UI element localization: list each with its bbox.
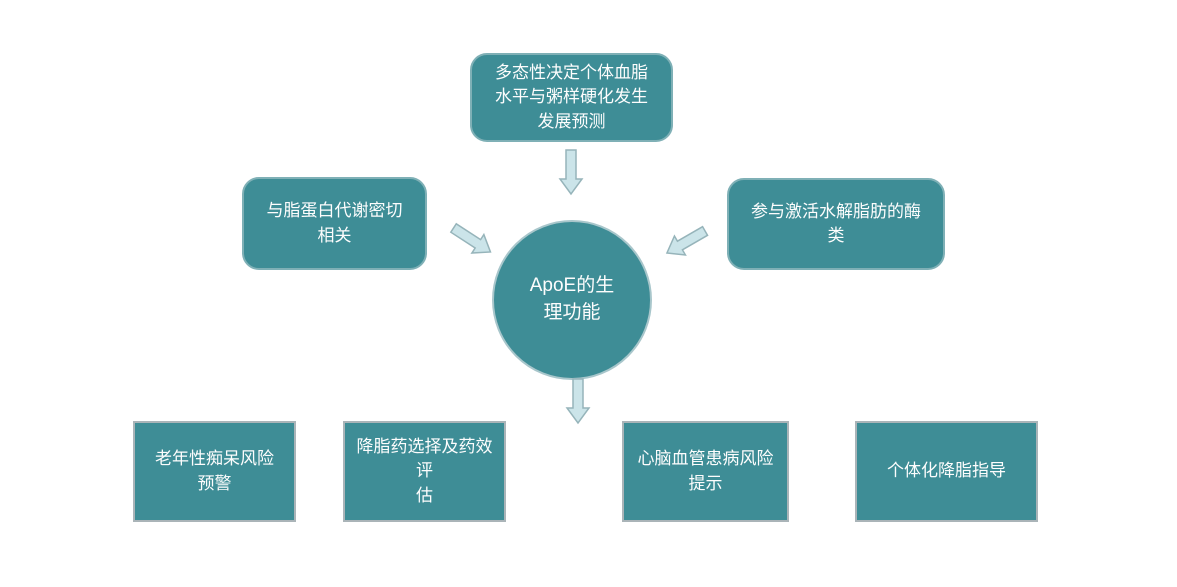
factor-node-lipoprotein-metabolism: 与脂蛋白代谢密切 相关	[242, 177, 427, 270]
application-node-dementia-risk-label: 老年性痴呆风险 预警	[155, 449, 274, 493]
application-node-personalized-guidance: 个体化降脂指导	[855, 421, 1038, 522]
factor-node-lipoprotein-metabolism-label: 与脂蛋白代谢密切 相关	[266, 201, 403, 245]
down-left-arrow-shape	[665, 225, 709, 256]
application-node-drug-selection: 降脂药选择及药效评 估	[343, 421, 506, 522]
application-node-cardiovascular-risk: 心脑血管患病风险 提示	[622, 421, 789, 522]
down-left-arrow-icon	[665, 225, 709, 256]
application-node-drug-selection-label: 降脂药选择及药效评 估	[356, 437, 493, 505]
factor-node-polymorphism-label: 多态性决定个体血脂 水平与粥样硬化发生 发展预测	[495, 63, 648, 131]
down-arrow-shape	[565, 378, 591, 425]
down-right-arrow-icon	[449, 222, 492, 254]
down-arrow-icon	[558, 149, 584, 196]
factor-node-lipolysis-enzymes: 参与激活水解脂肪的酶 类	[727, 178, 945, 270]
down-arrow-shape	[558, 149, 584, 196]
application-node-personalized-guidance-label: 个体化降脂指导	[887, 461, 1006, 481]
factor-node-polymorphism: 多态性决定个体血脂 水平与粥样硬化发生 发展预测	[470, 53, 673, 142]
down-right-arrow-shape	[449, 222, 492, 254]
down-arrow-icon	[565, 378, 591, 425]
factor-node-lipolysis-enzymes-label: 参与激活水解脂肪的酶 类	[751, 201, 921, 245]
application-node-cardiovascular-risk-label: 心脑血管患病风险 提示	[637, 449, 774, 493]
center-node-apoe-function-label: ApoE的生 理功能	[529, 275, 615, 323]
application-node-dementia-risk: 老年性痴呆风险 预警	[133, 421, 296, 522]
center-node-apoe-function: ApoE的生 理功能	[492, 220, 652, 380]
